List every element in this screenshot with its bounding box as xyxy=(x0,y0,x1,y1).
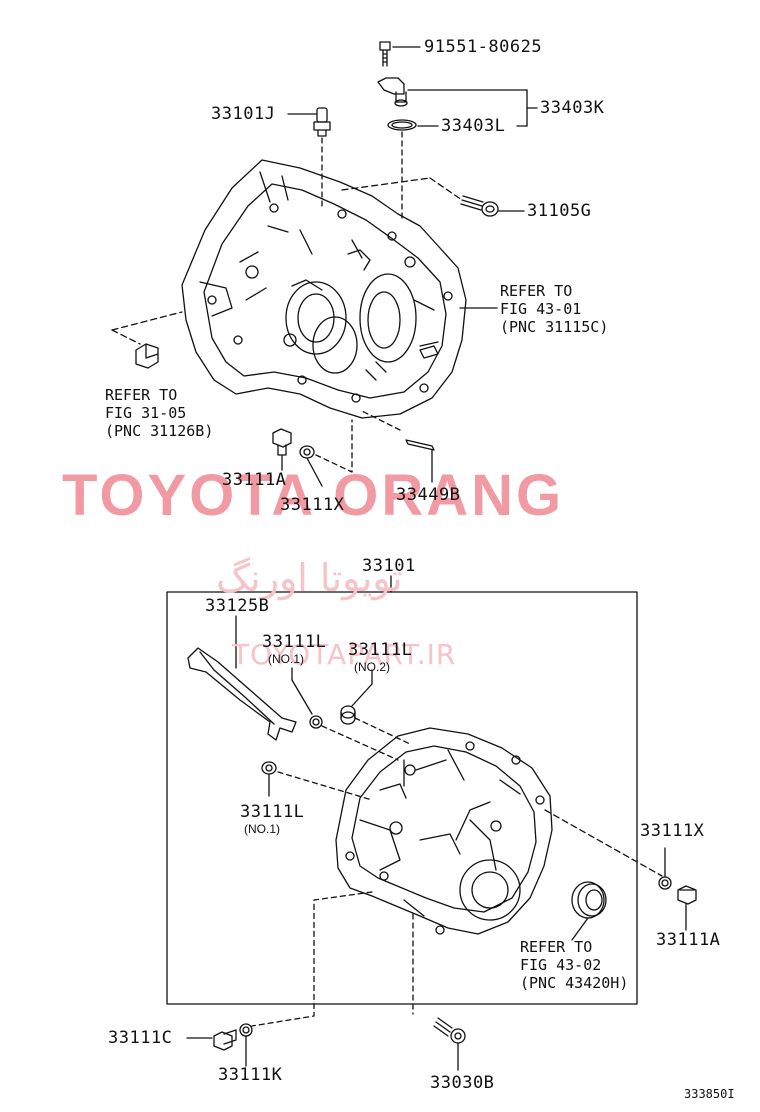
note-no1-a: (NO.1) xyxy=(268,652,304,666)
bolt-31105g-shape xyxy=(460,195,499,217)
label-33111a-bottom: 33111A xyxy=(656,930,721,950)
note-no1-c: (NO.1) xyxy=(244,822,280,836)
plug-33101j-shape xyxy=(313,107,331,137)
plug-33111c-shape xyxy=(213,1029,237,1051)
ref-fig-43-01: REFER TO FIG 43-01 (PNC 31115C) xyxy=(500,282,609,336)
drain-plug-33111a-top-shape xyxy=(272,428,292,456)
label-33111a-top: 33111A xyxy=(222,470,287,490)
label-33111l-b: 33111L xyxy=(348,640,413,660)
washer-33111k-shape xyxy=(239,1023,253,1037)
label-33111x-top: 33111X xyxy=(280,495,345,515)
label-33403l: 33403L xyxy=(441,116,506,136)
watermark-main: TOYOTA ORANG xyxy=(62,463,565,528)
label-33111k: 33111K xyxy=(218,1065,283,1085)
label-33111x-bottom: 33111X xyxy=(640,821,705,841)
seal-33111l-no2-shape xyxy=(340,705,356,725)
oring-33403l-shape xyxy=(387,119,417,131)
seal-33111l-no1-upper-shape xyxy=(309,715,323,729)
washer-33111x-top-shape xyxy=(299,445,315,459)
bolt-91551-shape xyxy=(379,41,391,67)
label-33111c: 33111C xyxy=(108,1028,173,1048)
ref-fig-31-05: REFER TO FIG 31-05 (PNC 31126B) xyxy=(105,386,214,440)
label-33111l-a: 33111L xyxy=(262,632,327,652)
label-33101j: 33101J xyxy=(211,104,276,124)
magnet-33449b-shape xyxy=(405,439,435,451)
label-33030b: 33030B xyxy=(430,1073,495,1093)
bracket-33125b-shape xyxy=(187,647,297,741)
watermark-site: TOYOTAPART.IR xyxy=(232,638,457,671)
clutch-housing-shape xyxy=(181,159,467,419)
figure-code: 333850I xyxy=(684,1087,735,1101)
ref-fig-43-02: REFER TO FIG 43-02 (PNC 43420H) xyxy=(520,938,629,992)
transaxle-case-shape xyxy=(335,727,553,935)
label-33111l-c: 33111L xyxy=(240,802,305,822)
washer-33111x-bottom-shape xyxy=(658,876,672,890)
drain-plug-33111a-bottom-shape xyxy=(677,885,697,905)
seal-33111l-no1-left-shape xyxy=(261,761,277,775)
watermark-persian: تویوتا اورنگ xyxy=(216,556,403,600)
label-33449b: 33449B xyxy=(396,485,461,505)
label-31105g: 31105G xyxy=(527,201,592,221)
plug-31126b-shape xyxy=(135,343,159,369)
label-91551-80625: 91551-80625 xyxy=(424,37,543,57)
assembly-box xyxy=(166,591,638,1005)
label-33101: 33101 xyxy=(362,556,416,576)
note-no2: (NO.2) xyxy=(354,660,390,674)
label-33403k: 33403K xyxy=(540,98,605,118)
bolt-33030b-shape xyxy=(433,1017,466,1044)
sensor-33403k-shape xyxy=(377,77,408,107)
label-33125b: 33125B xyxy=(205,596,270,616)
oil-seal-43420h-shape xyxy=(571,881,607,919)
